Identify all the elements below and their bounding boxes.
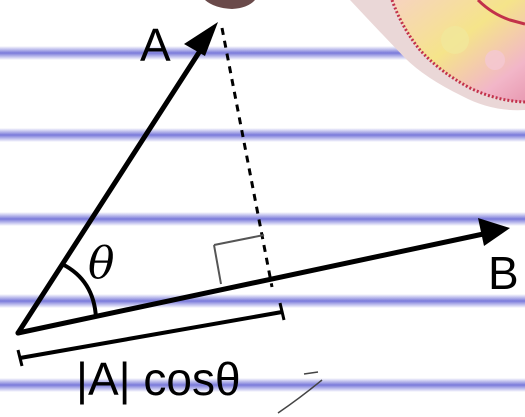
top-shadow-shape [205, 0, 255, 9]
ruled-line-3 [0, 212, 525, 226]
ruled-line-5 [0, 378, 525, 392]
pencil-case-image [350, 0, 525, 111]
stray-pencil-mark-2 [303, 371, 319, 375]
projection-dashed-line [220, 27, 274, 288]
ruled-line-4 [0, 294, 525, 308]
angle-label: θ [88, 238, 115, 289]
ruled-line-2 [0, 128, 525, 142]
vector-b-label: B [488, 247, 519, 299]
vector-a-label: A [140, 19, 171, 71]
vector-b-arrowhead [478, 218, 510, 246]
ruled-line-1 [0, 46, 525, 60]
vector-a [15, 22, 218, 336]
angle-arc [61, 262, 98, 319]
projection-bracket [16, 302, 286, 367]
stray-pencil-mark [277, 379, 323, 414]
right-angle-marker [213, 234, 265, 285]
vector-a-arrowhead [184, 22, 218, 56]
ruled-lines [0, 46, 525, 392]
projection-label: |A| cosθ [76, 353, 241, 405]
